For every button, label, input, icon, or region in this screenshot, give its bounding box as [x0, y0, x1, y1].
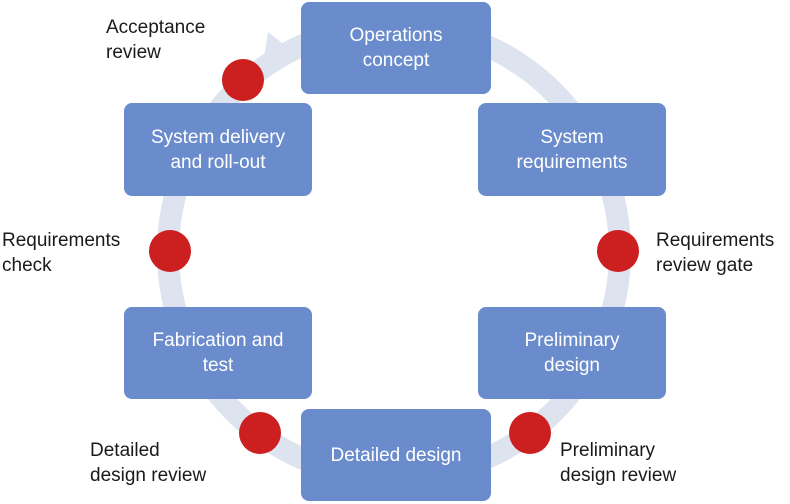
stage-detailed-design: Detailed design [301, 409, 491, 501]
label-preliminary-design-review: Preliminary design review [560, 440, 677, 486]
gate-detailed-design-review [239, 412, 281, 454]
stage-preliminary-design: Preliminary design [478, 307, 666, 399]
label-requirements-review-gate: Requirements review gate [656, 230, 775, 276]
label-requirements-check: Requirements check [2, 230, 121, 276]
gate-preliminary-design-review [509, 412, 551, 454]
cycle-arrowhead-icon [262, 32, 296, 72]
stage-operations-concept: Operations concept [301, 2, 491, 94]
gate-requirements-check [149, 230, 191, 272]
gate-acceptance-review [222, 59, 264, 101]
stage-system-delivery: System delivery and roll-out [124, 103, 312, 196]
gate-requirements-review-gate [597, 230, 639, 272]
stage-system-requirements: System requirements [478, 103, 666, 196]
label-acceptance-review: Acceptance review [106, 17, 206, 63]
label-detailed-design-review: Detailed design review [90, 440, 207, 486]
stage-fabrication-and-test: Fabrication and test [124, 307, 312, 399]
